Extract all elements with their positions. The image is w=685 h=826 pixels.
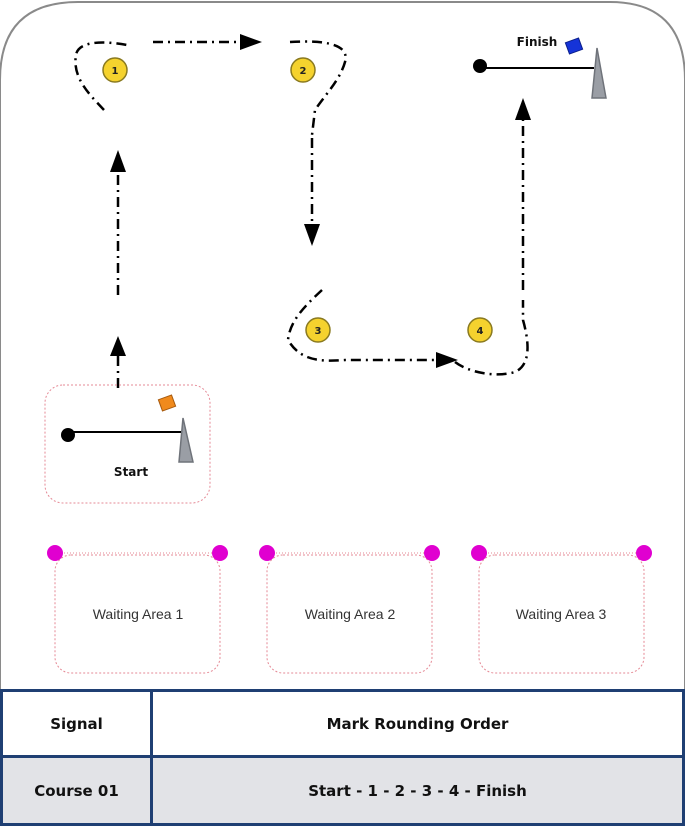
start-label: Start [114, 465, 148, 479]
mark-number: 4 [477, 326, 484, 337]
cell-order: Start - 1 - 2 - 3 - 4 - Finish [150, 755, 685, 826]
waiting-area-dot [47, 545, 63, 561]
waiting-area-label: Waiting Area 3 [516, 606, 607, 622]
mark-1: 1 [102, 57, 128, 83]
waiting-area-dot [471, 545, 487, 561]
start-area: Start [44, 384, 211, 504]
waiting-area-dot [259, 545, 275, 561]
course-diagram: 1 2 3 4 Start Finish Waiting Area 1 [0, 0, 685, 690]
finish-area: Finish [473, 35, 607, 99]
waiting-area-3: Waiting Area 3 [471, 545, 652, 674]
waiting-area-border [54, 554, 221, 674]
arrow-right-to-mark4 [436, 352, 458, 368]
signal-table: Signal Mark Rounding Order Course 01 Sta… [0, 689, 685, 826]
header-signal: Signal [0, 689, 153, 758]
finish-committee-boat-icon [591, 47, 607, 99]
mark-buoy [305, 317, 331, 343]
mark-number: 2 [300, 66, 307, 77]
mark-number: 1 [112, 66, 119, 77]
finish-flag-icon [564, 37, 584, 55]
course-path [74, 40, 529, 388]
arrow-down-to-mark3 [304, 224, 320, 246]
waiting-area-dot [424, 545, 440, 561]
start-committee-boat-icon [178, 417, 194, 463]
arrow-up-start [110, 336, 126, 356]
waiting-area-dot [636, 545, 652, 561]
mark-number: 3 [315, 326, 322, 337]
waiting-area-border [266, 554, 433, 674]
mark-3: 3 [305, 317, 331, 343]
start-flag-icon [157, 394, 177, 412]
rounding-mark-4 [454, 300, 529, 376]
mark-4: 4 [467, 317, 493, 343]
mark-2: 2 [290, 57, 316, 83]
table-header-row: Signal Mark Rounding Order [0, 689, 685, 758]
mark-buoy [290, 57, 316, 83]
start-area-border [44, 384, 211, 504]
waiting-area-label: Waiting Area 2 [305, 606, 396, 622]
waiting-area-dot [212, 545, 228, 561]
mark-buoy [467, 317, 493, 343]
waiting-area-border [478, 554, 645, 674]
header-mark-rounding-order: Mark Rounding Order [150, 689, 685, 758]
rounding-mark-3 [286, 289, 440, 362]
finish-pin-dot [473, 59, 487, 73]
arrow-up-to-mark1 [110, 150, 126, 172]
rounding-mark-1 [74, 41, 128, 111]
table-row: Course 01 Start - 1 - 2 - 3 - 4 - Finish [0, 755, 685, 826]
mark-buoy [102, 57, 128, 83]
course-area-border [0, 0, 685, 690]
course-arrows [110, 34, 531, 368]
arrow-up-to-finish [515, 98, 531, 120]
arrow-right-to-mark2 [240, 34, 262, 50]
finish-label: Finish [517, 35, 558, 49]
rounding-mark-2 [289, 40, 347, 136]
cell-signal: Course 01 [0, 755, 153, 826]
waiting-area-1: Waiting Area 1 [47, 545, 228, 674]
waiting-area-2: Waiting Area 2 [259, 545, 440, 674]
waiting-area-label: Waiting Area 1 [93, 606, 184, 622]
start-pin-dot [61, 428, 75, 442]
